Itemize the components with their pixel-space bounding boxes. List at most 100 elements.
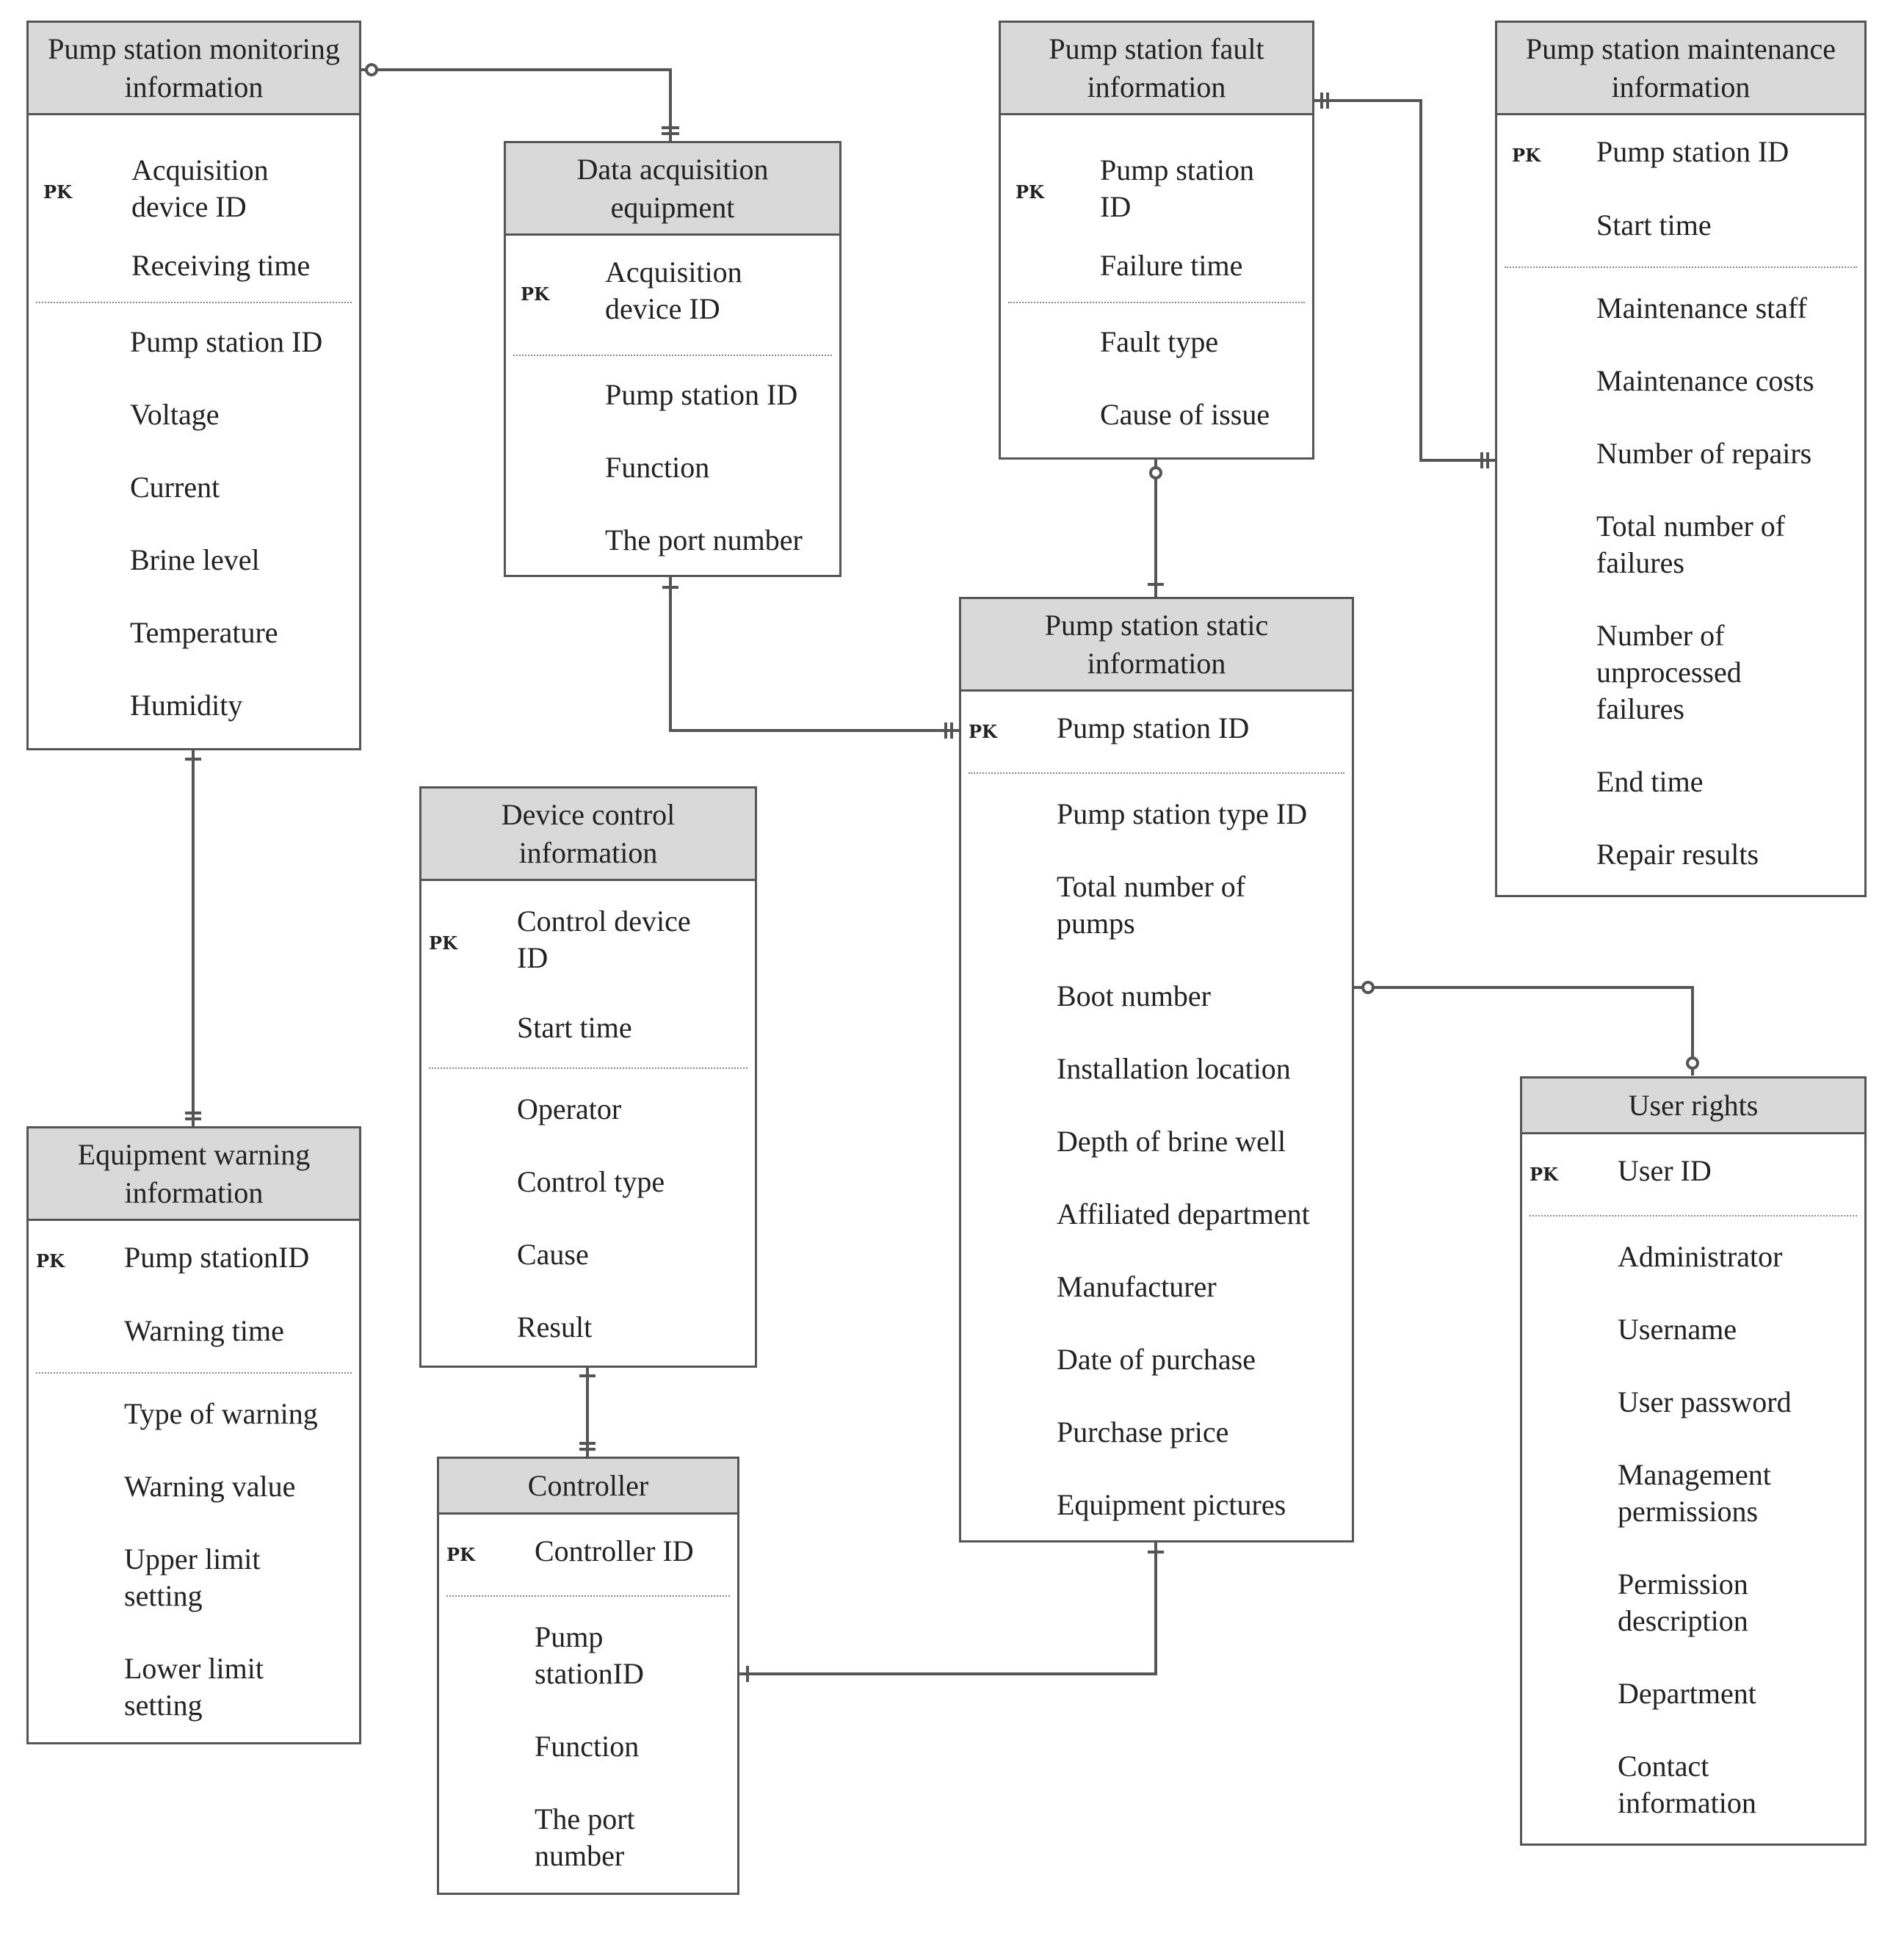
entity-field: Total number of failures [1596,510,1786,579]
entity-title: Pump station fault information [1001,23,1312,115]
entity-field: Type of warning [124,1397,318,1430]
entity-static: Pump station static information PK Pump … [959,597,1354,1542]
field-section: Pump stationID Function The port number [439,1619,737,1874]
entity-field: Pump station type ID [1057,797,1308,830]
entity-field: Repair results [1596,838,1759,871]
entity-field: Depth of brine well [1057,1125,1286,1158]
primary-key-section: PK Acquisition device ID [513,236,832,356]
primary-key-section: PK Controller ID [446,1515,730,1597]
entity-maintenance: Pump station maintenance information PK … [1495,21,1867,897]
entity-field: Maintenance costs [1596,364,1814,397]
pk-label: PK [43,181,72,203]
field-section: Pump station ID Voltage Current Brine le… [29,324,359,724]
entity-title: Device control information [421,788,755,881]
entity-field: Start time [1596,209,1712,242]
primary-key-section: PK Pump station ID Start time [1505,115,1857,268]
entity-field: Voltage [130,398,220,431]
entity-field: End time [1596,765,1704,798]
entity-field: Date of purchase [1057,1343,1256,1376]
entity-field: Boot number [1057,979,1211,1012]
pk-label: PK [36,1250,65,1272]
entity-field: Equipment pictures [1057,1488,1286,1521]
entity-field: Control type [517,1165,665,1198]
entity-field: Purchase price [1057,1415,1229,1449]
primary-key-section: PK User ID [1530,1134,1857,1217]
entity-controller: Controller PK Controller ID Pump station… [437,1457,739,1895]
entity-field: Number of repairs [1596,437,1812,470]
entity-fault: Pump station fault information PK Pump s… [999,21,1314,460]
entity-title: Data acquisition equipment [506,143,839,236]
pk-label: PK [446,1544,475,1565]
entity-field: Maintenance staff [1596,291,1807,325]
entity-field: Affiliated department [1057,1197,1310,1230]
entity-field: Acquisition device ID [605,255,742,325]
entity-field: Receiving time [131,249,311,282]
entity-field: Lower limit setting [124,1652,264,1722]
entity-field: Start time [517,1011,632,1044]
entity-field: Pump station ID [1100,153,1255,223]
entity-field: Current [130,471,220,504]
primary-key-section: PK Acquisition device ID Receiving time [36,115,352,303]
entity-field: Contact information [1618,1750,1756,1819]
link-acquisition-static [669,576,960,732]
entity-field: Pump station ID [605,378,798,411]
entity-title: Pump station maintenance information [1497,23,1864,115]
primary-key-section: PK Control device ID Start time [429,881,748,1069]
primary-key-section: PK Pump stationID Warning time [36,1221,352,1374]
field-section: Maintenance staff Maintenance costs Numb… [1497,290,1864,873]
entity-title: User rights [1522,1078,1864,1134]
entity-field: Acquisition device ID [131,153,269,223]
entity-user-rights: User rights PK User ID Administrator Use… [1520,1076,1867,1846]
entity-field: Warning value [124,1470,296,1503]
field-section: Pump station ID Function The port number [506,377,839,559]
entity-field: Temperature [130,616,278,649]
entity-device-control: Device control information PK Control de… [419,786,757,1368]
entity-field: Controller ID [535,1534,694,1567]
entity-field: Permission description [1618,1567,1748,1637]
link-fault-maintenance [1312,99,1496,462]
field-section: Administrator Username User password Man… [1522,1239,1864,1821]
link-controller-static [738,1542,1157,1675]
pk-label: PK [969,721,997,742]
entity-field: Username [1618,1313,1737,1346]
primary-key-section: PK Pump station ID Failure time [1008,115,1305,303]
entity-title: Pump station static information [961,599,1352,692]
entity-field: Brine level [130,543,260,576]
entity-field: Humidity [130,689,243,722]
entity-field: Failure time [1100,249,1243,282]
link-monitoring-acquisition [360,68,672,142]
entity-field: Pump stationID [124,1241,310,1274]
entity-field: User password [1618,1385,1792,1418]
entity-title: Controller [439,1459,737,1515]
pk-label: PK [1512,145,1541,166]
entity-field: Function [605,451,710,484]
field-section: Type of warning Warning value Upper limi… [29,1396,359,1724]
entity-field: Warning time [124,1314,284,1347]
entity-field: Administrator [1618,1240,1783,1273]
entity-field: Cause of issue [1100,398,1270,431]
entity-field: Total number of pumps [1057,870,1246,940]
entity-field: Pump station ID [130,325,323,358]
pk-label: PK [1016,181,1044,203]
entity-field: Pump station ID [1057,711,1250,744]
entity-title: Equipment warning information [29,1128,359,1221]
entity-field: Installation location [1057,1052,1291,1085]
link-static-user [1353,986,1694,1076]
pk-label: PK [1530,1164,1558,1185]
entity-field: Fault type [1100,325,1219,358]
entity-field: Result [517,1310,593,1344]
pk-label: PK [429,932,457,954]
field-section: Pump station type ID Total number of pum… [961,796,1352,1523]
entity-field: Pump stationID [535,1620,644,1690]
entity-field: Operator [517,1092,622,1125]
entity-monitoring: Pump station monitoring information PK A… [26,21,361,750]
entity-field: The port number [535,1802,635,1872]
entity-field: Upper limit setting [124,1542,261,1612]
entity-field: The port number [605,523,803,556]
entity-field: Control device ID [517,904,691,974]
pk-label: PK [521,283,549,305]
entity-field: Number of unprocessed failures [1596,619,1742,725]
primary-key-section: PK Pump station ID [969,692,1344,774]
entity-field: Department [1618,1677,1756,1710]
